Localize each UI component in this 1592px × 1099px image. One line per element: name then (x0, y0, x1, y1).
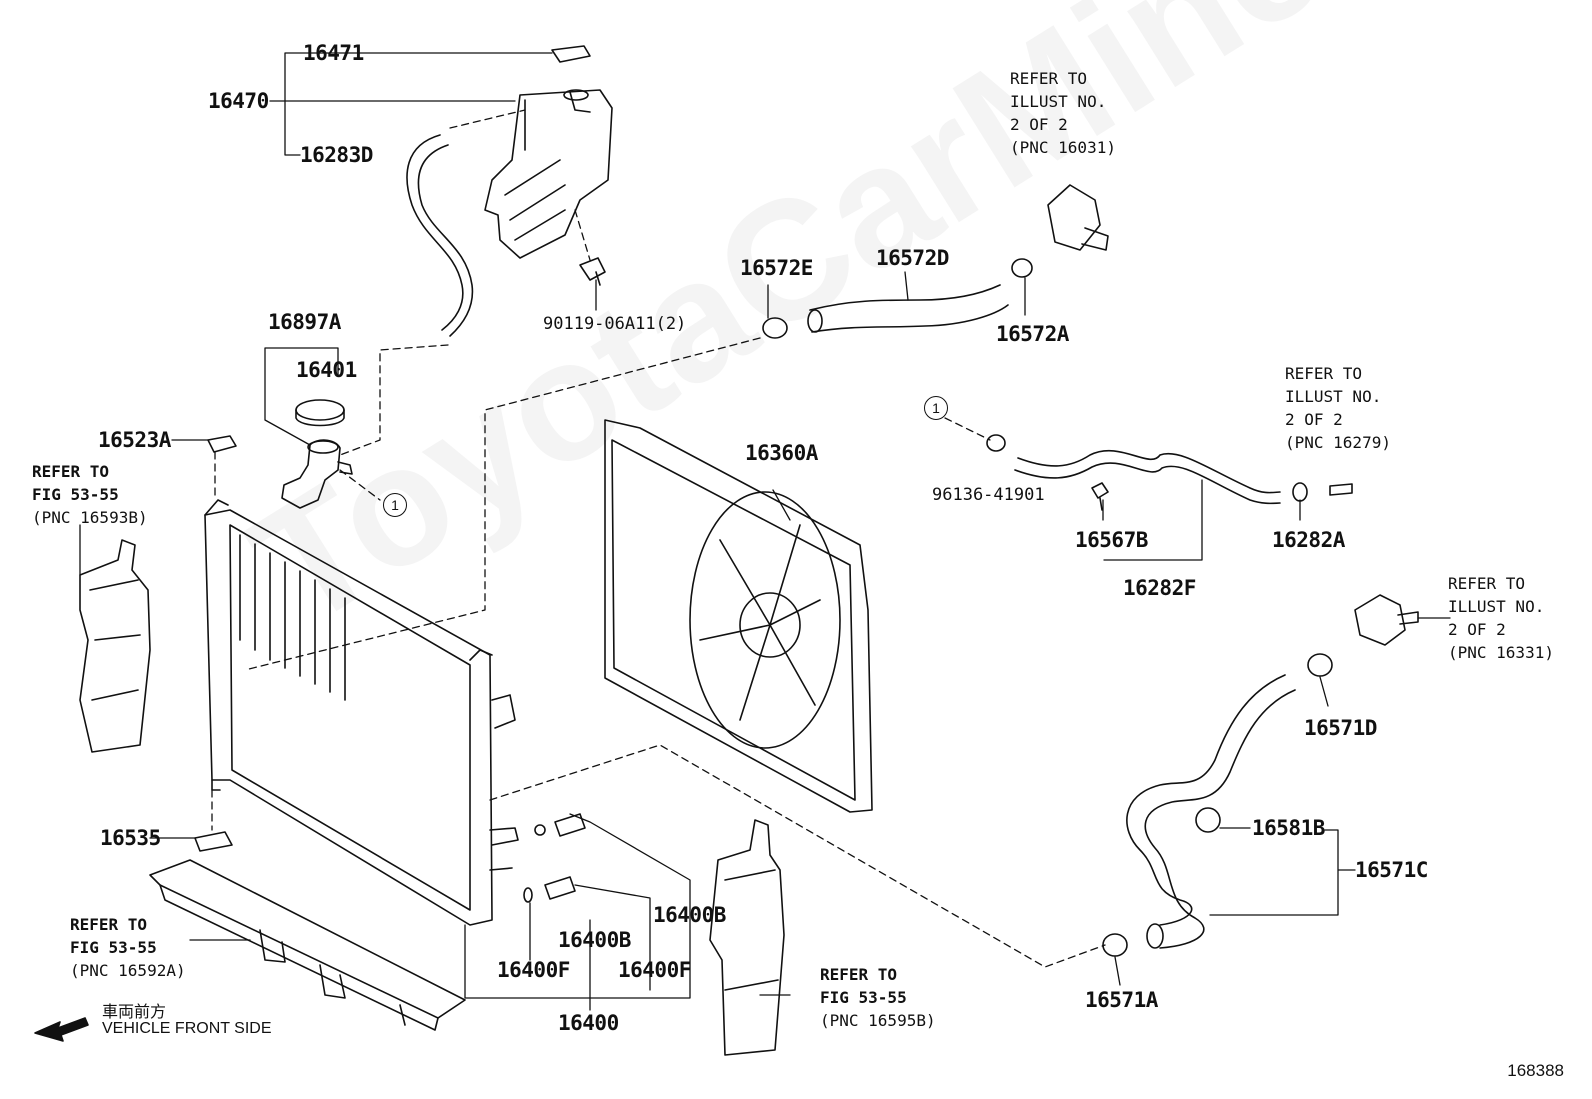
label-16581B: 16581B (1252, 816, 1325, 840)
hose-clamp-a (1011, 258, 1033, 278)
reservoir-hose (406, 134, 474, 337)
label-16400F: 16400F (497, 958, 570, 982)
filler-neck (281, 439, 353, 509)
label-16572E: 16572E (740, 256, 813, 280)
left-air-guide (79, 539, 151, 753)
label-16567B: 16567B (1075, 528, 1148, 552)
lower-mount-cushion (194, 831, 233, 852)
dashed-lines (211, 109, 1106, 968)
radiator-core (204, 499, 519, 926)
label-16283D: 16283D (300, 143, 373, 167)
clamp-16571D (1307, 653, 1333, 677)
hose-clip (1091, 482, 1109, 511)
front-arrow (34, 1017, 89, 1042)
clamp-16571A (1102, 933, 1128, 957)
reference-note-16331: REFER TO ILLUST NO. 2 OF 2 (PNC 16331) (1448, 574, 1554, 662)
label-16572D: 16572D (876, 246, 949, 270)
reference-note-16595B: REFER TO FIG 53-55 (PNC 16595B) (820, 965, 936, 1030)
label-16360A: 16360A (745, 441, 818, 465)
label-16571A: 16571A (1085, 988, 1158, 1012)
label-16400: 16400 (558, 1011, 619, 1035)
label-96136-41901: 96136-41901 (932, 485, 1045, 505)
water-inlet (1354, 594, 1419, 646)
reference-note-16592A: REFER TO FIG 53-55 (PNC 16592A) (70, 915, 186, 980)
label-16282A: 16282A (1272, 528, 1345, 552)
label-16470: 16470 (208, 89, 269, 113)
leader-lines (79, 52, 1451, 1011)
direction-label-jp: 車両前方 (102, 1004, 167, 1021)
label-16282F: 16282F (1123, 576, 1196, 600)
label-16571D: 16571D (1304, 716, 1377, 740)
bypass-hose (1014, 449, 1281, 505)
clamp-96136 (986, 434, 1006, 452)
label-16571C: 16571C (1355, 858, 1428, 882)
label-16401: 16401 (296, 358, 357, 382)
right-air-guide (709, 819, 785, 1056)
upper-hose (807, 284, 1009, 333)
clamp-16581B (1195, 807, 1221, 833)
label-90119-06A11: 90119-06A11(2) (543, 314, 687, 334)
label-16523A: 16523A (98, 428, 171, 452)
figure-number: 168388 (1507, 1061, 1564, 1080)
reference-note-16031: REFER TO ILLUST NO. 2 OF 2 (PNC 16031) (1010, 69, 1116, 157)
label-16400B: 16400B (653, 903, 726, 927)
reference-note-16279: REFER TO ILLUST NO. 2 OF 2 (PNC 16279) (1285, 364, 1391, 452)
reference-note-16593B: REFER TO FIG 53-55 (PNC 16593B) (32, 462, 148, 527)
label-16897A: 16897A (268, 310, 341, 334)
reservoir-tank (484, 89, 613, 259)
callout-marker: 1 (924, 396, 948, 420)
lower-hose (1126, 674, 1296, 949)
lower-air-guide (149, 859, 466, 1031)
water-outlet (1047, 184, 1109, 251)
label-16572A: 16572A (996, 322, 1069, 346)
label-16535: 16535 (100, 826, 161, 850)
radiator-cap (295, 399, 345, 427)
fan-shroud (604, 419, 873, 813)
bolt (579, 257, 606, 286)
hose-clamp-e (762, 317, 788, 339)
callout-marker: 1 (383, 493, 407, 517)
clamp-16282A (1292, 482, 1308, 502)
label-16471: 16471 (303, 41, 364, 65)
drain-plug (523, 813, 586, 903)
direction-label-en: VEHICLE FRONT SIDE (102, 1020, 272, 1037)
upper-mount-cushion (207, 435, 237, 453)
label-16400B-2: 16400B (558, 928, 631, 952)
pipe-16279 (1329, 483, 1353, 496)
reservoir-cap (551, 45, 591, 63)
label-16400F-2: 16400F (618, 958, 691, 982)
